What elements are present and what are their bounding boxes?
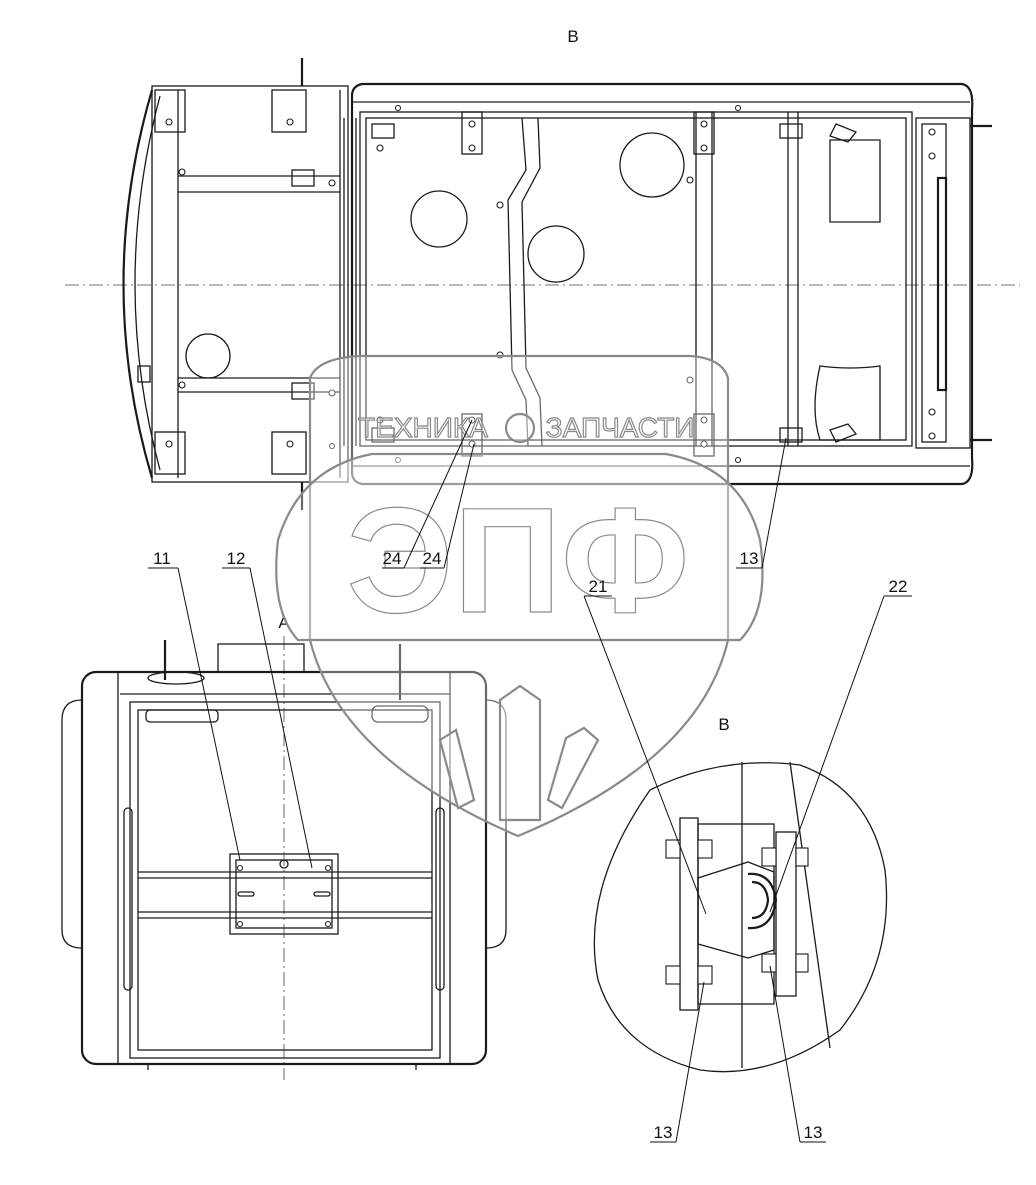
part-callouts: 24 24 13 11 12 21 22 13 13 [153, 549, 907, 1142]
callout-12: 12 [227, 549, 246, 568]
callout-22: 22 [889, 577, 908, 596]
leader-lines [148, 419, 912, 1143]
detail-view: В [593, 715, 888, 1073]
detail-view-label: В [718, 715, 729, 734]
callout-13-top: 13 [740, 549, 759, 568]
watermark-logo: ТЕХНИКА ЗАПЧАСТИ ЭПФ [275, 354, 764, 838]
front-view: А [61, 613, 507, 1080]
callout-13-right: 13 [804, 1123, 823, 1142]
front-view-label: А [278, 613, 290, 632]
top-view-label: В [567, 27, 578, 46]
top-view: В [65, 27, 1020, 510]
callout-24-a: 24 [383, 549, 402, 568]
callout-13-left: 13 [654, 1123, 673, 1142]
watermark-right-text: ЗАПЧАСТИ [546, 412, 695, 443]
watermark-gear-icon [504, 412, 536, 444]
callout-11: 11 [153, 549, 171, 568]
callout-24-b: 24 [423, 549, 442, 568]
callout-21: 21 [589, 577, 608, 596]
watermark-logo-text: ЭПФ [347, 476, 690, 644]
left-frame-section [122, 58, 349, 510]
watermark-left-text: ТЕХНИКА [358, 412, 488, 443]
